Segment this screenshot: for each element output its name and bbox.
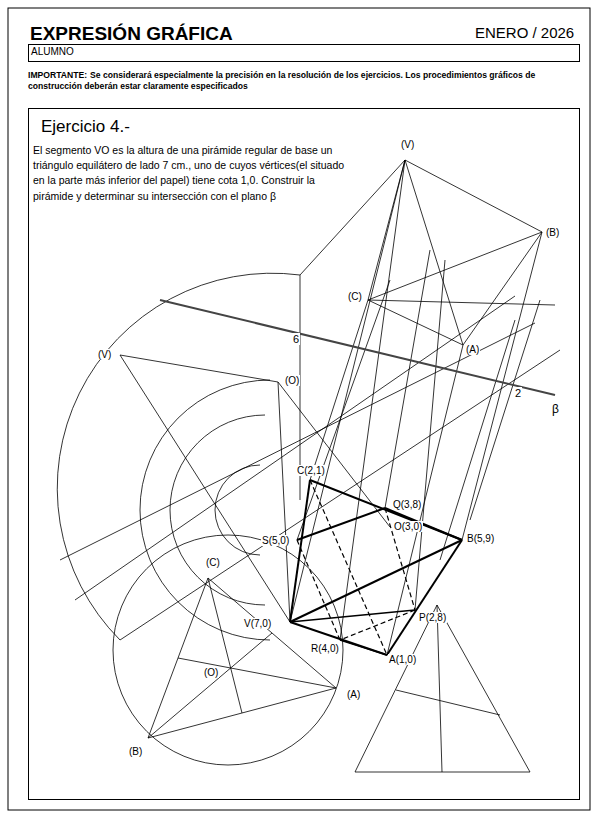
point-label: Q(3,8)	[392, 499, 422, 510]
point-label: (V)	[400, 139, 415, 150]
point-label: (O)	[203, 667, 219, 678]
point-label: R(4,0)	[310, 643, 340, 654]
point-label: B(5,9)	[466, 533, 495, 544]
note-line: IMPORTANTE:Se considerará especialmente …	[28, 70, 580, 92]
point-label: S(5,0)	[261, 535, 290, 546]
point-label: (C)	[347, 291, 363, 302]
point-label: O(3,0)	[393, 521, 423, 532]
point-label: V(7,0)	[243, 618, 272, 629]
point-label: (B)	[545, 227, 560, 238]
point-label: A(1,0)	[388, 654, 417, 665]
point-label: P(2,8)	[418, 612, 447, 623]
point-label: C(2,1)	[296, 465, 326, 476]
trace-mark: 2	[514, 387, 522, 399]
note-text: Se considerará especialmente la precisió…	[28, 70, 535, 91]
point-label: (O)	[284, 375, 300, 386]
point-label: (C)	[205, 557, 221, 568]
exercise-frame: Ejercicio 4.-El segmento VO es la altura…	[28, 108, 580, 800]
point-label: (B)	[128, 746, 143, 757]
node-body: El segmento VO es la altura de una pirám…	[29, 141, 359, 206]
plane-name: β	[551, 403, 560, 416]
point-label: (A)	[465, 344, 480, 355]
exam-date: ENERO / 2026	[474, 25, 575, 42]
trace-mark: 6	[292, 333, 300, 345]
node-heading: Ejercicio 4.-	[29, 109, 579, 141]
name-field-box: ALUMNO	[28, 44, 580, 62]
sheet-title: EXPRESIÓN GRÁFICA	[30, 23, 233, 45]
point-label: (V)	[97, 349, 112, 360]
node-heading: ALUMNO	[29, 45, 579, 58]
note-heading: IMPORTANTE:	[28, 70, 87, 80]
point-label: (A)	[346, 689, 361, 700]
